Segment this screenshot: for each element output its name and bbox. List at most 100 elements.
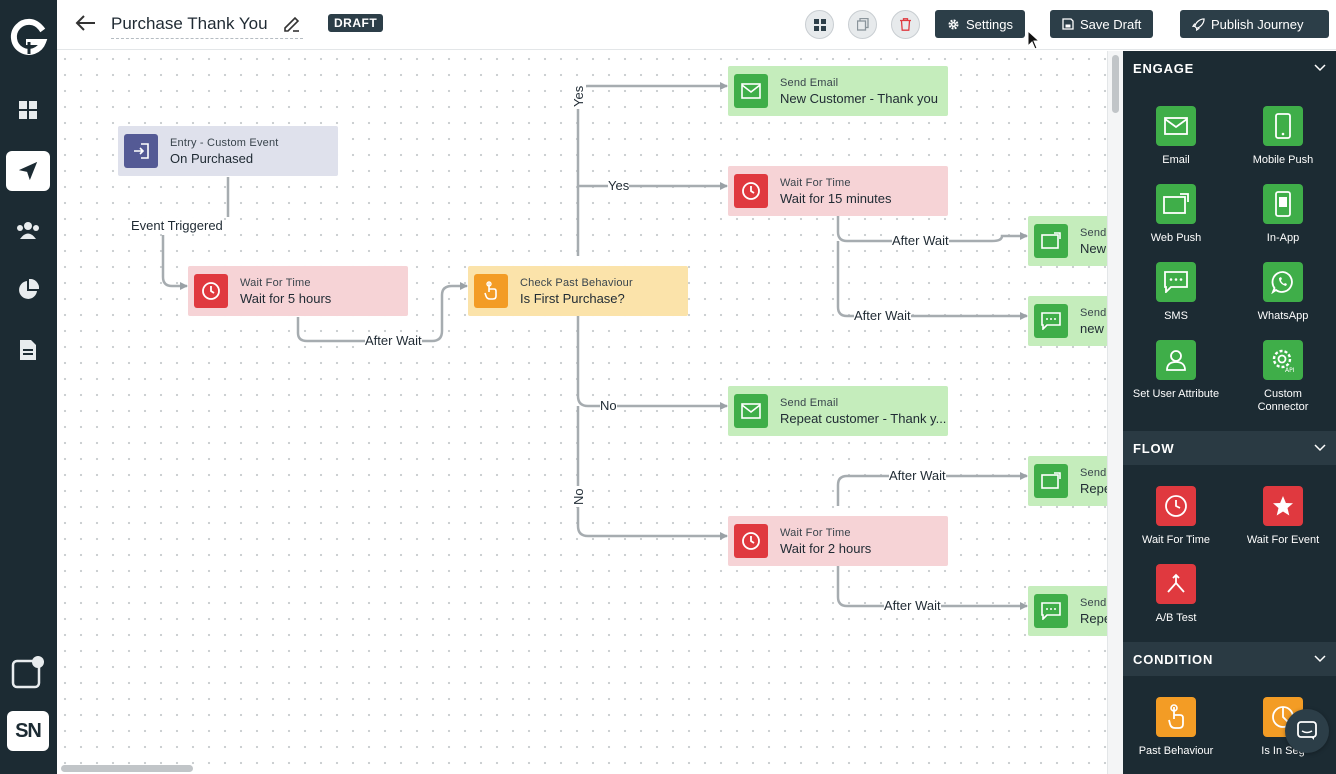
nav-dashboard-icon[interactable] xyxy=(6,90,50,130)
edge-wait15-send-b xyxy=(836,241,1028,320)
palette-custom-connector[interactable]: API Custom Connector xyxy=(1238,340,1328,414)
node-name: Wait for 2 hours xyxy=(780,540,872,556)
vertical-scrollbar[interactable] xyxy=(1107,51,1123,774)
delete-button[interactable] xyxy=(891,10,920,39)
node-category: Wait For Time xyxy=(240,276,311,289)
node-name: Repea xyxy=(1080,610,1107,626)
chevron-down-icon xyxy=(1314,655,1326,663)
publish-journey-button[interactable]: Publish Journey xyxy=(1180,10,1329,38)
palette-label: Wait For Event xyxy=(1246,534,1320,546)
palette-web-push[interactable]: Web Push xyxy=(1131,184,1221,245)
section-title: CONDITION xyxy=(1133,651,1214,667)
mobile-push-icon xyxy=(1263,106,1303,146)
node-name: Is First Purchase? xyxy=(520,290,625,306)
scroll-thumb[interactable] xyxy=(61,765,193,772)
palette-label: A/B Test xyxy=(1155,612,1197,624)
nav-analytics-icon[interactable] xyxy=(6,270,50,310)
node-name: Wait for 15 minutes xyxy=(780,190,892,206)
edge-label-after-wait: After Wait xyxy=(892,233,949,248)
chat-support-button[interactable] xyxy=(1285,709,1329,753)
publish-journey-label: Publish Journey xyxy=(1211,16,1304,32)
section-title: FLOW xyxy=(1133,440,1175,456)
clock-icon xyxy=(1156,486,1196,526)
api-connector-icon: API xyxy=(1263,340,1303,380)
mouse-cursor-icon xyxy=(1027,30,1041,50)
edge-wait-to-check xyxy=(296,282,468,343)
node-category: Send Email xyxy=(780,396,839,409)
journey-title[interactable]: Purchase Thank You xyxy=(111,14,303,39)
nav-journeys-icon[interactable] xyxy=(6,151,50,191)
palette-whatsapp[interactable]: WhatsApp xyxy=(1238,262,1328,323)
section-title: ENGAGE xyxy=(1133,60,1195,76)
app-logo-icon[interactable] xyxy=(9,18,49,58)
in-app-icon xyxy=(1263,184,1303,224)
web-push-icon xyxy=(1156,184,1196,224)
palette-wait-for-time[interactable]: Wait For Time xyxy=(1131,486,1221,547)
status-badge: DRAFT xyxy=(328,14,384,32)
palette-email[interactable]: Email xyxy=(1131,106,1221,167)
back-arrow-icon[interactable] xyxy=(75,12,97,34)
nav-reports-icon[interactable] xyxy=(6,330,50,370)
node-send-web-push[interactable]: Send WRepea xyxy=(1028,456,1107,506)
edge-label-after-wait: After Wait xyxy=(884,598,941,613)
whatsapp-icon xyxy=(1263,262,1303,302)
duplicate-button[interactable] xyxy=(848,10,877,39)
journey-canvas[interactable]: Event Triggered After Wait Yes Yes No No… xyxy=(57,51,1107,774)
node-send-sms[interactable]: Send SRepea xyxy=(1028,586,1107,636)
edge-label-yes: Yes xyxy=(571,83,586,109)
palette-label: Web Push xyxy=(1150,232,1202,244)
section-engage-header[interactable]: ENGAGE xyxy=(1123,51,1336,85)
section-flow-header[interactable]: FLOW xyxy=(1123,431,1336,465)
edit-pencil-icon[interactable] xyxy=(283,15,301,33)
copy-icon xyxy=(856,18,869,31)
user-attribute-icon xyxy=(1156,340,1196,380)
edge-no-wait2h xyxy=(576,406,728,540)
node-send-web-push[interactable]: Send VNew C xyxy=(1028,216,1107,266)
node-category: Send Email xyxy=(780,76,839,89)
chevron-down-icon xyxy=(1314,444,1326,452)
palette-sms[interactable]: SMS xyxy=(1131,262,1221,323)
edge-wait2h-send-c xyxy=(836,472,1028,506)
top-bar: Purchase Thank You DRAFT Settings Save D… xyxy=(57,0,1336,50)
scroll-thumb[interactable] xyxy=(1112,55,1119,113)
palette-label: Custom Connector xyxy=(1257,388,1309,413)
section-condition-header[interactable]: CONDITION xyxy=(1123,642,1336,676)
nav-users-icon[interactable] xyxy=(6,210,50,250)
palette-label: Set User Attribute xyxy=(1132,388,1220,400)
palette-in-app[interactable]: In-App xyxy=(1238,184,1328,245)
clock-icon xyxy=(734,174,768,208)
palette-label: Mobile Push xyxy=(1252,154,1314,166)
edge-label-no: No xyxy=(571,486,586,507)
auto-layout-button[interactable] xyxy=(805,10,834,39)
svg-text:API: API xyxy=(1285,367,1295,373)
node-send-sms[interactable]: Send Snew C xyxy=(1028,296,1107,346)
node-category: Check Past Behaviour xyxy=(520,276,633,289)
palette-set-user-attribute[interactable]: Set User Attribute xyxy=(1131,340,1221,401)
clock-icon xyxy=(734,524,768,558)
palette-mobile-push[interactable]: Mobile Push xyxy=(1238,106,1328,167)
palette-label: WhatsApp xyxy=(1257,310,1309,322)
edge-entry-to-wait xyxy=(161,177,230,286)
horizontal-scrollbar[interactable] xyxy=(57,761,1107,774)
save-draft-label: Save Draft xyxy=(1080,16,1142,32)
save-draft-button[interactable]: Save Draft xyxy=(1050,10,1154,38)
edge-label-after-wait: After Wait xyxy=(889,468,946,483)
palette-past-behaviour[interactable]: Past Behaviour xyxy=(1131,697,1221,758)
node-name: On Purchased xyxy=(170,150,254,166)
node-name: Repea xyxy=(1080,480,1107,496)
left-nav-rail: SN xyxy=(0,0,57,774)
trash-icon xyxy=(900,18,911,31)
user-avatar[interactable]: SN xyxy=(7,711,49,751)
palette-ab-test[interactable]: A/B Test xyxy=(1131,564,1221,625)
palette-wait-for-event[interactable]: Wait For Event xyxy=(1238,486,1328,547)
nav-notifications-icon[interactable] xyxy=(6,652,50,692)
email-icon xyxy=(1156,106,1196,146)
settings-button[interactable]: Settings xyxy=(935,10,1025,38)
